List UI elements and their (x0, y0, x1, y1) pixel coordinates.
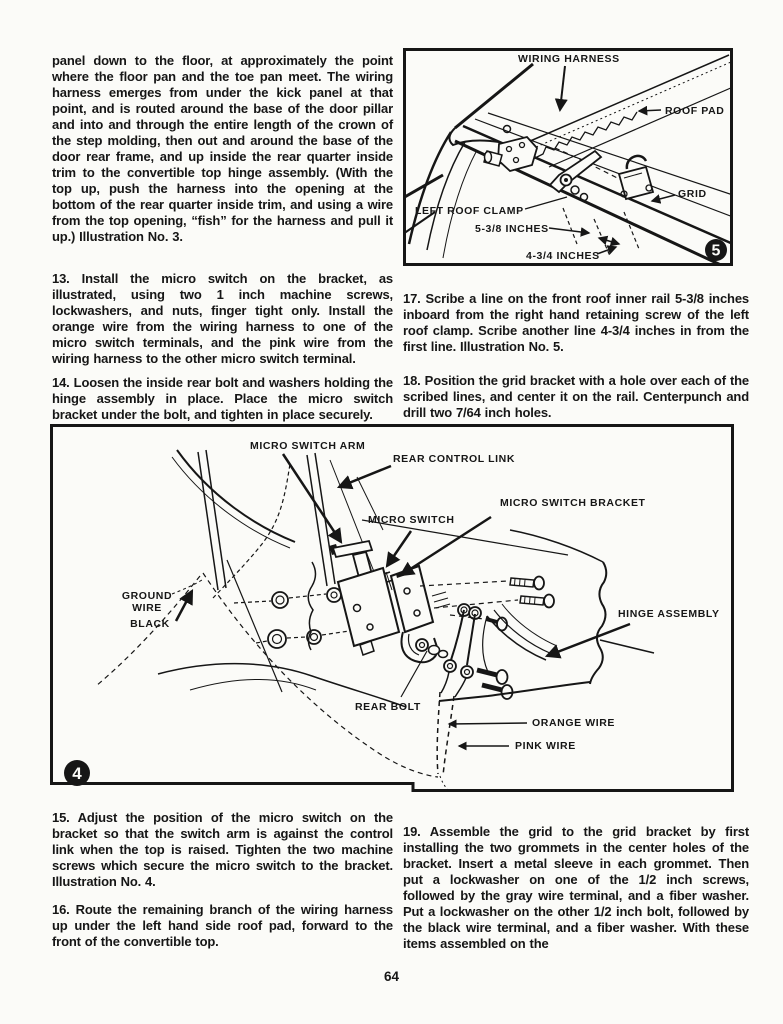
quarter-panel-art (157, 449, 407, 708)
label-micro-switch-bracket: MICRO SWITCH BRACKET (500, 497, 646, 509)
label-rear-control-link: REAR CONTROL LINK (393, 453, 515, 465)
label-dim-5-3-8: 5-3/8 INCHES (475, 223, 549, 235)
windshield-pillar-art (403, 62, 534, 259)
figure-5-art: WIRING HARNESS ROOF PAD GRID LEFT ROOF C… (403, 48, 733, 266)
wire-routing-dashed-art (95, 463, 455, 792)
figure-5-number: 5 (712, 243, 721, 260)
step-16: 16. Route the remaining branch of the wi… (52, 902, 393, 949)
label-micro-switch-arm: MICRO SWITCH ARM (250, 440, 365, 452)
label-orange-wire: ORANGE WIRE (532, 717, 615, 729)
step-13: 13. Install the micro switch on the brac… (52, 271, 393, 366)
grid-bracket-art (617, 154, 655, 201)
figure-5-callout-arrows (524, 65, 676, 210)
step-19: 19. Assemble the grid to the grid bracke… (403, 824, 749, 951)
step-18: 18. Position the grid bracket with a hol… (403, 373, 749, 420)
label-black: BLACK (130, 618, 170, 630)
label-ground-wire-line1: GROUND (122, 590, 172, 602)
wire-terminals-art (440, 609, 476, 698)
label-pink-wire: PINK WIRE (515, 740, 576, 752)
scribe-line-dimensions (548, 207, 640, 257)
micro-switch-art (329, 539, 401, 656)
figure-4-number-badge: 4 (64, 760, 90, 786)
label-micro-switch: MICRO SWITCH (368, 514, 455, 526)
left-roof-clamp-art (483, 135, 603, 202)
rear-bolt-art (415, 638, 449, 659)
label-wiring-harness: WIRING HARNESS (518, 53, 620, 65)
step-17: 17. Scribe a line on the front roof inne… (403, 291, 749, 354)
hinge-assembly-art (361, 519, 655, 702)
figure-4-border (50, 424, 734, 792)
figure-5-border (403, 48, 733, 266)
label-rear-bolt: REAR BOLT (355, 701, 421, 713)
label-hinge-assembly: HINGE ASSEMBLY (618, 608, 720, 620)
label-ground-wire-line2: WIRE (132, 602, 162, 614)
label-left-roof-clamp: LEFT ROOF CLAMP (415, 205, 524, 217)
page-number: 64 (383, 969, 400, 984)
roof-pad-and-harness-art (520, 54, 733, 168)
control-link-rods-art (197, 449, 384, 591)
figure-4-number: 4 (72, 764, 82, 783)
figure-4-art: MICRO SWITCH ARM REAR CONTROL LINK MICRO… (50, 424, 734, 792)
figure-5-number-badge: 5 (705, 239, 727, 261)
machine-screws-art (419, 575, 555, 700)
label-dim-4-3-4: 4-3/4 INCHES (526, 250, 600, 262)
intro-paragraph: panel down to the floor, at approximatel… (52, 53, 393, 244)
figure-4-micro-switch-illustration: MICRO SWITCH ARM REAR CONTROL LINK MICRO… (50, 424, 734, 792)
step-14: 14. Loosen the inside rear bolt and wash… (52, 375, 393, 422)
label-roof-pad: ROOF PAD (665, 105, 724, 117)
figure-4-callout-arrows (174, 453, 631, 751)
figure-5-roof-rail-illustration: WIRING HARNESS ROOF PAD GRID LEFT ROOF C… (403, 48, 733, 266)
step-15: 15. Adjust the position of the micro swi… (52, 810, 393, 889)
label-grid: GRID (678, 188, 707, 200)
